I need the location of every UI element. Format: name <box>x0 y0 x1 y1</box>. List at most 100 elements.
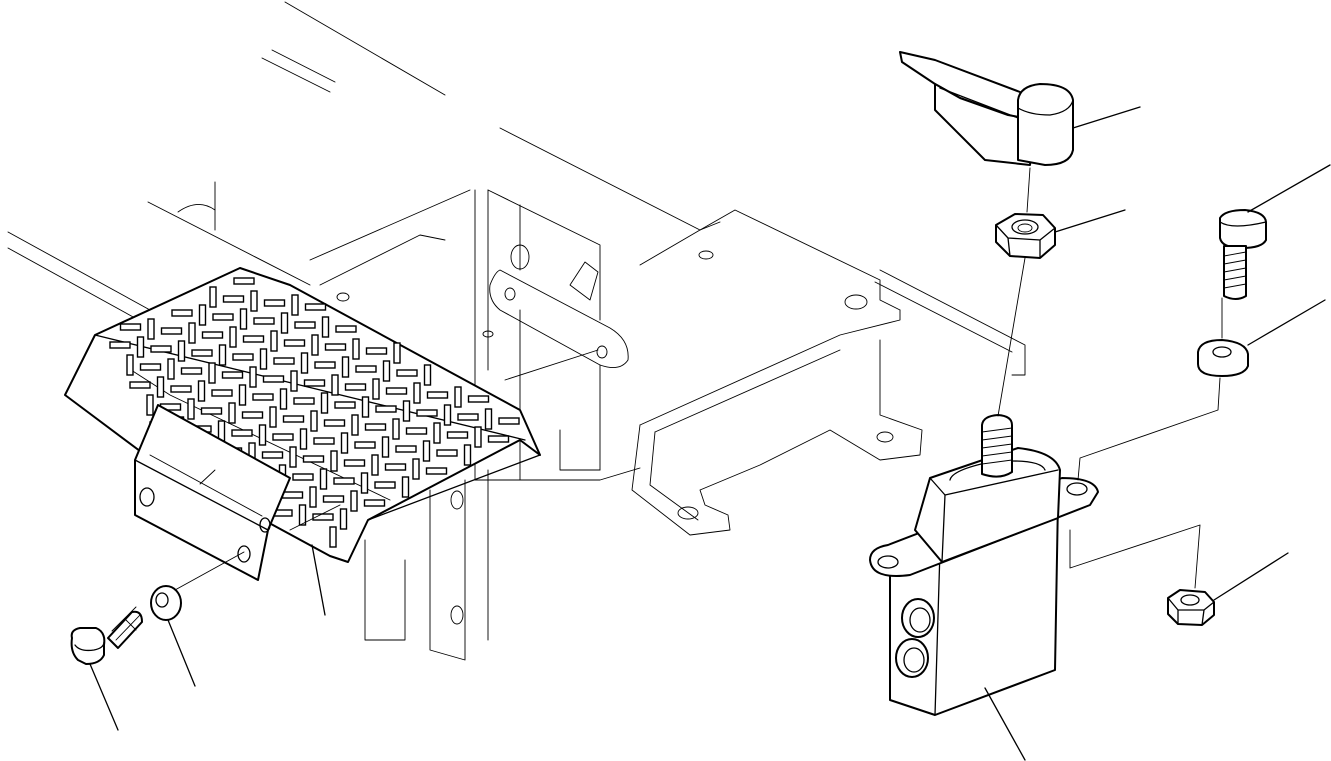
tread-bar <box>231 429 253 437</box>
leader-mount-bolt <box>1247 164 1331 213</box>
tread-bar <box>330 450 338 472</box>
tread-bar <box>467 395 490 403</box>
checker-plate-step <box>64 267 541 563</box>
tread-bar <box>352 338 360 360</box>
tread-bar <box>364 423 387 431</box>
tread-bar <box>320 392 329 414</box>
tread-bar <box>375 405 397 413</box>
tread-bar <box>269 406 277 428</box>
tread-bar <box>258 424 267 446</box>
tread-bar <box>413 382 421 404</box>
tread-bar <box>498 417 520 425</box>
tread-bar <box>293 397 315 405</box>
lever-nut <box>995 213 1056 259</box>
tread-bar <box>361 396 370 418</box>
tread-bar <box>171 309 193 317</box>
tread-bar <box>443 404 452 426</box>
tread-bar <box>302 455 325 463</box>
tread-bar <box>262 375 285 383</box>
tread-bar <box>360 472 369 494</box>
tread-bar <box>310 410 318 432</box>
tread-bar <box>197 380 206 402</box>
tread-bar <box>150 345 172 353</box>
tread-bar <box>405 427 428 435</box>
tread-bar <box>180 367 203 375</box>
tread-bar <box>340 432 349 454</box>
tread-bar <box>283 339 306 347</box>
tread-bar <box>374 481 396 489</box>
tread-bar <box>351 414 359 436</box>
tread-bar <box>299 428 308 450</box>
tread-bar <box>273 357 295 365</box>
tread-bar <box>319 468 328 490</box>
tread-bar <box>381 436 390 458</box>
tread-bar <box>209 286 217 308</box>
tread-bar <box>249 366 257 388</box>
tread-bar <box>147 318 155 340</box>
tread-bar <box>259 348 268 370</box>
tread-bar <box>401 476 410 498</box>
tread-bar <box>191 349 213 357</box>
tread-bar <box>139 363 162 371</box>
tread-bar <box>303 379 326 387</box>
tread-bar <box>238 384 247 406</box>
tread-bar <box>292 473 314 481</box>
tread-bar <box>433 422 441 444</box>
tread-bar <box>109 341 131 349</box>
tread-bar <box>290 370 298 392</box>
tread-bar <box>436 449 458 457</box>
step-washer <box>150 585 182 621</box>
tread-bar <box>343 459 366 467</box>
tread-bar <box>454 386 462 408</box>
leader-lever-knob <box>1072 106 1141 129</box>
tread-bar <box>156 376 165 398</box>
tread-bar <box>311 334 319 356</box>
tread-bar <box>350 490 358 512</box>
hinge-bracket <box>134 404 291 581</box>
tread-bar <box>333 477 355 485</box>
tread-bar <box>229 326 237 348</box>
tread-bar <box>322 495 345 503</box>
tread-bar <box>228 402 236 424</box>
tread-bar <box>291 294 299 316</box>
tread-bar <box>341 356 350 378</box>
control-valve <box>869 414 1099 716</box>
tread-bar <box>208 362 216 384</box>
tread-bar <box>177 340 186 362</box>
tread-bar <box>487 435 510 443</box>
tread-bar <box>324 343 347 351</box>
tread-bar <box>457 413 479 421</box>
tread-bar <box>372 378 380 400</box>
tread-bar <box>253 317 275 325</box>
tread-bar <box>218 344 227 366</box>
tread-bar <box>446 431 469 439</box>
tread-bar <box>423 364 432 386</box>
tread-bar <box>221 371 244 379</box>
tread-bar <box>304 303 327 311</box>
tread-bar <box>242 335 265 343</box>
tread-bar <box>280 312 289 334</box>
tread-bar <box>334 401 356 409</box>
tread-bar <box>416 409 438 417</box>
assembly-lines <box>174 167 1223 591</box>
tread-bar <box>167 358 175 380</box>
tread-bar <box>233 277 255 285</box>
tread-bar <box>289 446 297 468</box>
tread-bar <box>136 336 145 358</box>
tread-bar <box>355 365 377 373</box>
tread-bar <box>323 419 346 427</box>
checker-tread-pattern <box>109 277 520 548</box>
tread-bar <box>298 504 307 526</box>
leader-mount-nut <box>1213 552 1289 601</box>
frame-bracket <box>7 1 1026 661</box>
leader-step-plate <box>311 544 326 616</box>
tread-bar <box>126 354 134 376</box>
tread-bar <box>200 407 223 415</box>
tread-bar <box>232 353 254 361</box>
control-lever-knob <box>899 51 1074 166</box>
tread-bar <box>160 327 183 335</box>
tread-bar <box>321 316 330 338</box>
leader-lever-nut <box>1054 209 1126 233</box>
tread-bar <box>463 444 472 466</box>
